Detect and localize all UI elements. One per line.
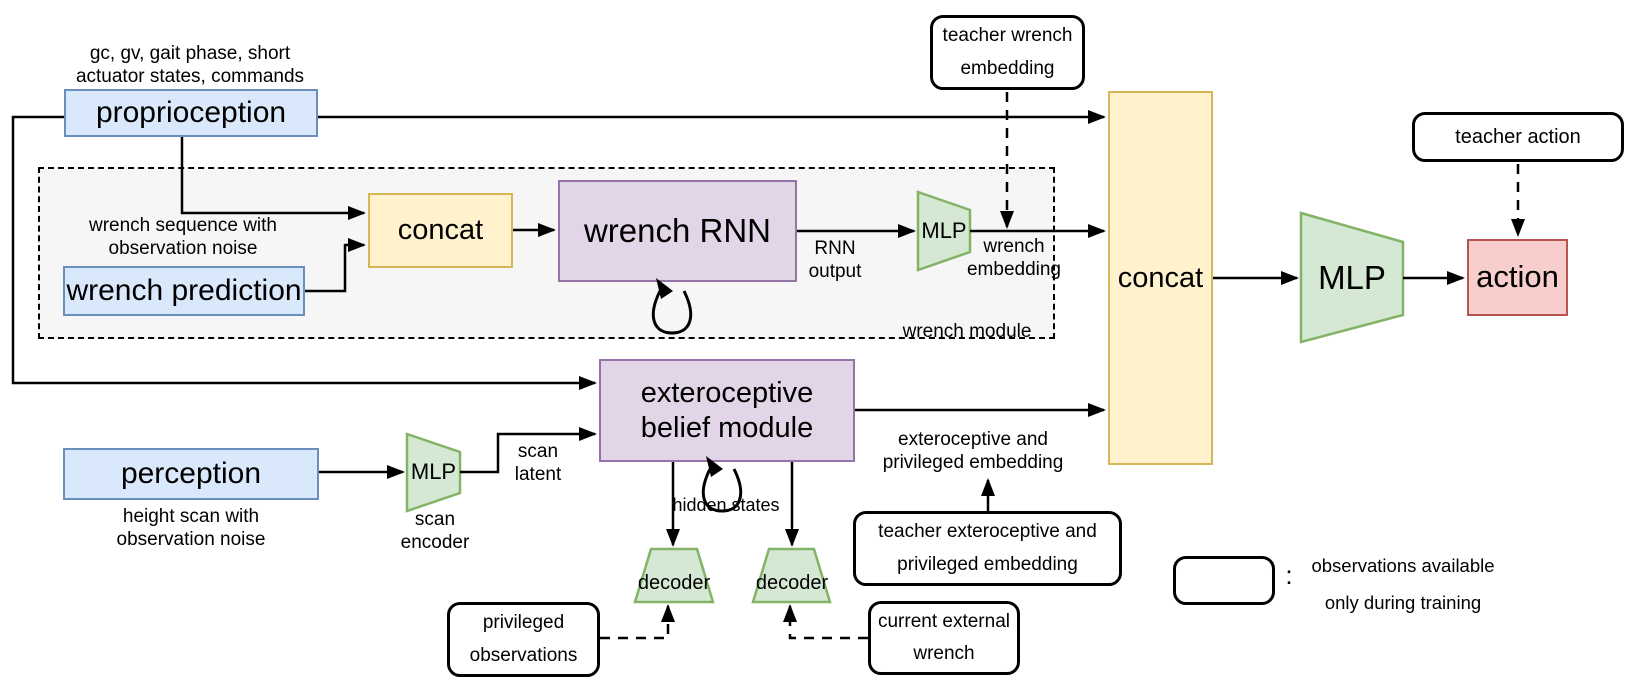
decoder-right-label: decoder [755, 572, 829, 594]
wrench-module-label: wrench module [902, 321, 1032, 342]
node-wrench-concat: concat [368, 193, 513, 268]
edge-privileged-observations-to-decoder-left-dashed [600, 604, 675, 640]
legend-box [1173, 556, 1275, 605]
decoder-left-label: decoder [637, 572, 711, 594]
wrench-sequence-note: wrench sequence with observation noise [89, 215, 277, 259]
box-current-external-wrench: current external wrench [868, 601, 1020, 675]
legend-text: observations available only during train… [1311, 555, 1495, 613]
edge-current-external-wrench-to-decoder-right-dashed [783, 604, 868, 640]
box-privileged-observations: privileged observations [447, 602, 600, 677]
legend-colon: : [1285, 560, 1293, 590]
box-teacher-action: teacher action [1412, 112, 1624, 162]
node-action: action [1467, 239, 1568, 316]
box-teacher-extero-privileged: teacher exteroceptive and privileged emb… [853, 511, 1122, 586]
scan-mlp-label: MLP [410, 459, 457, 484]
box-teacher-wrench-embedding: teacher wrench embedding [930, 15, 1085, 90]
node-wrench-prediction: wrench prediction [63, 266, 305, 316]
node-proprioception: proprioception [64, 89, 318, 137]
node-belief-module: exteroceptive belief module [599, 359, 855, 462]
hidden-states-label: hidden states [672, 495, 780, 515]
scan-latent-label: scan latent [514, 441, 562, 485]
scan-encoder-label: scan encoder [400, 509, 470, 553]
policy-mlp-label: MLP [1318, 259, 1386, 296]
extero-privileged-embedding-label: exteroceptive and privileged embedding [882, 429, 1064, 473]
height-scan-note: height scan with observation noise [116, 506, 266, 550]
proprioception-inputs-note: gc, gv, gait phase, short actuator state… [75, 43, 305, 87]
rnn-output-label: RNN output [808, 238, 862, 282]
wrench-embedding-label: wrench embedding [966, 236, 1062, 280]
node-wrench-rnn: wrench RNN [558, 180, 797, 282]
node-main-concat: concat [1108, 91, 1213, 465]
node-perception: perception [63, 448, 319, 500]
